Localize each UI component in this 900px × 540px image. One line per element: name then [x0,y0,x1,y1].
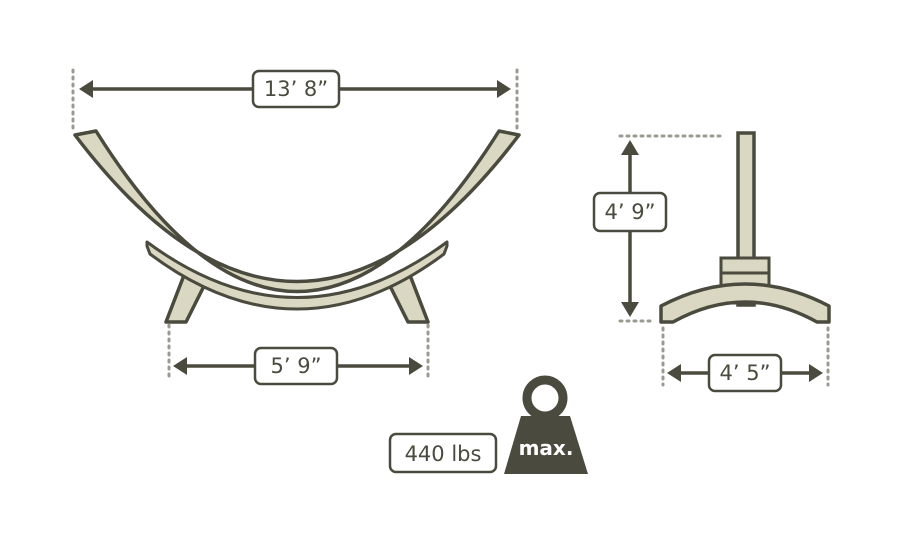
total-width-dimension: 13’ 8” [71,68,519,132]
side-base-arc [659,282,831,324]
total-width-label: 13’ 8” [264,77,328,101]
front-view: 13’ 8” 5’ 9” [71,68,521,386]
arc-joint-sleeve [145,240,449,311]
main-arc [73,129,521,294]
side-view: 4’ 9” 4’ 5” [592,131,831,393]
depth-dimension: 4’ 5” [661,326,830,393]
height-dimension: 4’ 9” [592,134,724,323]
base-width-dimension: 5’ 9” [167,323,430,386]
weight-capacity-label: 440 lbs [405,442,482,466]
weight-icon: max. [504,375,588,474]
weight-capacity: 440 lbs max. [388,375,588,474]
max-label: max. [519,436,574,460]
depth-label: 4’ 5” [720,361,771,385]
height-label: 4’ 9” [605,200,656,224]
base-width-label: 5’ 9” [271,354,322,378]
